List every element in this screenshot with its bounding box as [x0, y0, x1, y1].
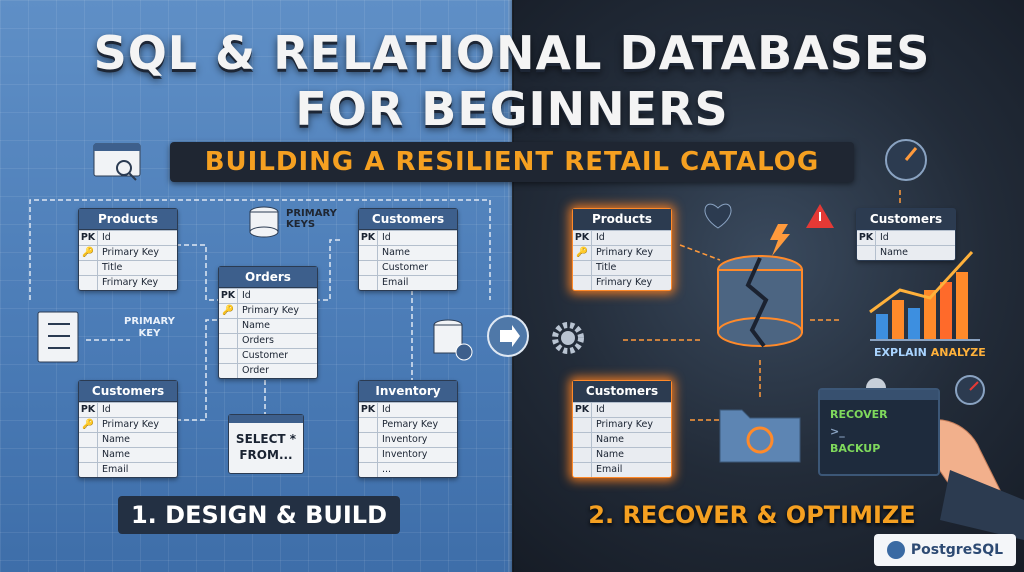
table-row: Email [79, 462, 177, 477]
arrow-right-icon [487, 315, 529, 357]
table-row: Name [79, 432, 177, 447]
table-row: Name [857, 245, 955, 260]
lightning-icon [770, 224, 790, 256]
key-icon: 🔑 [79, 246, 98, 260]
table-row: Order [219, 363, 317, 378]
table-title: Inventory [359, 381, 457, 402]
search-document-icon [93, 143, 141, 181]
headline-line-2: FOR BEGINNERS [295, 82, 729, 136]
bar-chart-icon [869, 250, 980, 341]
select-query-text: SELECT * FROM... [235, 432, 297, 462]
key-icon: 🔑 [79, 418, 98, 432]
table-row: Name [359, 245, 457, 260]
gauge-icon [885, 139, 927, 181]
explain-analyze-label: EXPLAIN ANALYZE [874, 346, 986, 359]
elephant-icon [886, 541, 905, 559]
table-row: Name [219, 318, 317, 333]
panel-divider [508, 0, 514, 572]
explain-word: EXPLAIN [874, 346, 927, 359]
brand-text: PostgreSQL [910, 542, 1004, 558]
table-title: Customers [573, 381, 671, 402]
table-title: Products [79, 209, 177, 230]
table-row: ... [359, 462, 457, 477]
headline-line-1: SQL & RELATIONAL DATABASES [93, 26, 931, 80]
section-label-recover: 2. RECOVER & OPTIMIZE [588, 501, 916, 529]
customers-orders-link-2 [176, 319, 218, 421]
table-title: Products [573, 209, 671, 230]
table-row: Email [573, 462, 671, 477]
section-label-design: 1. DESIGN & BUILD [118, 496, 400, 534]
customers-orders-link [316, 239, 340, 301]
table-row: Inventory [359, 432, 457, 447]
table-row: Title [573, 260, 671, 275]
primary-key-label: PRIMARY KEY [124, 316, 175, 339]
table-row: Orders [219, 333, 317, 348]
table-row: 🔑Primary Key [79, 245, 177, 260]
products-orders-link [176, 244, 218, 301]
table-row: Name [573, 447, 671, 462]
warning-icon [806, 204, 834, 228]
key-icon: 🔑 [219, 304, 238, 318]
grid-frame-line [29, 199, 491, 300]
table-row: Frimary Key [573, 275, 671, 290]
table-row: Customer [359, 260, 457, 275]
terminal-window: RECOVER >_ BACKUP [818, 388, 940, 476]
right-link-1 [679, 244, 721, 261]
table-title: Orders [219, 267, 317, 288]
table-row: Customer [219, 348, 317, 363]
table-title: Customers [359, 209, 457, 230]
table-row: Pemary Key [359, 417, 457, 432]
postgresql-badge: PostgreSQL [874, 534, 1016, 566]
restore-folder-icon [719, 409, 801, 463]
table-row: Email [359, 275, 457, 290]
gear-icon [552, 322, 584, 354]
analyze-word: ANALYZE [930, 346, 986, 359]
primary-keys-label: PRIMARY KEYS [286, 208, 337, 230]
broken-heart-icon [704, 203, 732, 229]
key-icon: 🔑 [573, 246, 592, 260]
checklist-icon [37, 311, 79, 363]
terminal-backup: BACKUP [830, 442, 881, 455]
table-row: Inventory [359, 447, 457, 462]
table-row: 🔑Primary Key [573, 245, 671, 260]
table-row: Frimary Key [79, 275, 177, 290]
table-title: Customers [79, 381, 177, 402]
database-icon [249, 206, 279, 238]
window-bar [229, 415, 303, 423]
gauge-small-icon [955, 375, 985, 405]
table-row: Title [79, 260, 177, 275]
terminal-recover: RECOVER [830, 408, 888, 421]
table-row: Name [573, 432, 671, 447]
broken-database-icon [717, 255, 803, 348]
terminal-prompt: >_ [830, 425, 845, 438]
table-row: 🔑Primary Key [79, 417, 177, 432]
table-title: Customers [857, 209, 955, 230]
subtitle-banner: BUILDING A RESILIENT RETAIL CATALOG [170, 142, 854, 182]
table-row: Name [79, 447, 177, 462]
database-gear-icon [433, 319, 473, 361]
select-query-card: SELECT * FROM... [228, 414, 304, 474]
table-row: 🔑Primary Key [219, 303, 317, 318]
table-row: Primary Key [573, 417, 671, 432]
window-bar [820, 390, 938, 400]
